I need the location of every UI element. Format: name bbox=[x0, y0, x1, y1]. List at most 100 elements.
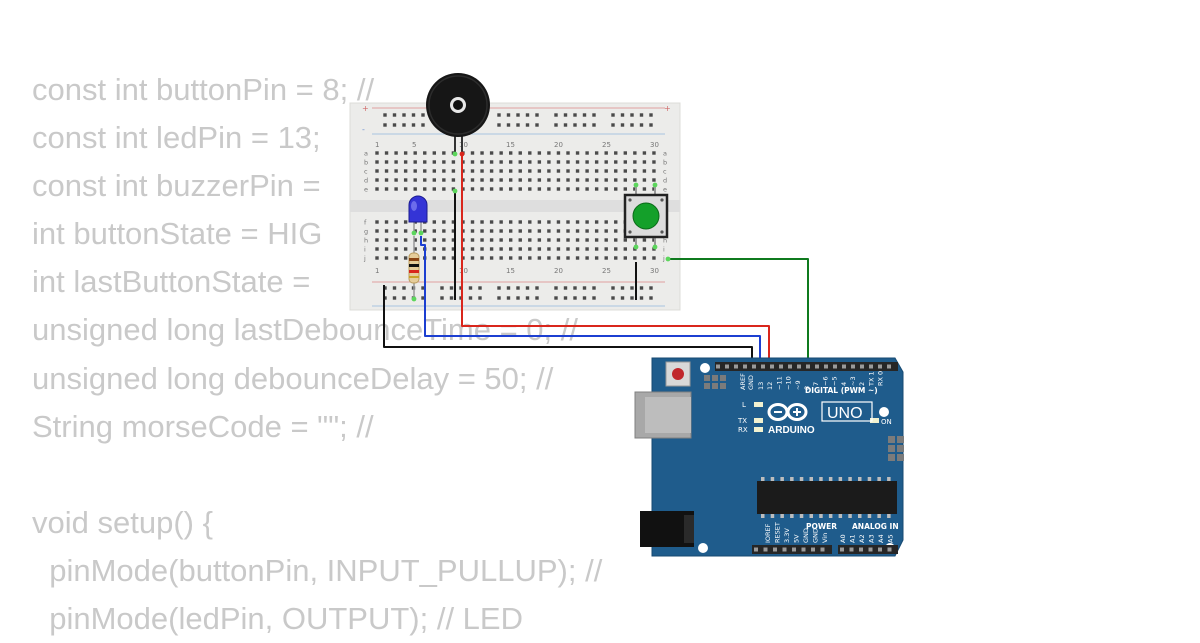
wire-red-buzzer[interactable] bbox=[461, 155, 770, 367]
breadboard-hole bbox=[537, 187, 542, 191]
breadboard-hole bbox=[537, 169, 542, 173]
rail-hole bbox=[516, 286, 520, 290]
breadboard-hole bbox=[375, 178, 379, 182]
breadboard-hole bbox=[423, 238, 427, 242]
pushbutton-cap bbox=[632, 202, 660, 230]
pushbutton-icon[interactable] bbox=[623, 186, 669, 246]
breadboard-hole bbox=[375, 169, 379, 173]
code-line: const int ledPin = 13; bbox=[32, 120, 321, 156]
pin-label: IOREF bbox=[764, 523, 772, 543]
resistor-band bbox=[409, 270, 419, 273]
breadboard-hole bbox=[432, 178, 436, 182]
breadboard-hole bbox=[489, 229, 494, 233]
connection-dot bbox=[418, 230, 424, 236]
code-line: const int buzzerPin = bbox=[32, 168, 330, 204]
breadboard-hole bbox=[566, 256, 570, 260]
breadboard-hole bbox=[480, 238, 484, 242]
breadboard-hole bbox=[442, 169, 446, 173]
pushbutton-screw bbox=[660, 198, 664, 202]
breadboard-hole bbox=[604, 151, 608, 155]
connection-dot bbox=[633, 182, 639, 188]
rail-hole bbox=[620, 286, 625, 290]
resistor-body bbox=[408, 252, 420, 284]
icsp-pin bbox=[888, 454, 895, 461]
header-hole bbox=[878, 364, 882, 369]
chip-pin bbox=[770, 477, 775, 481]
breadboard-hole bbox=[566, 229, 570, 233]
rail-hole bbox=[402, 296, 406, 300]
rail-hole bbox=[639, 123, 644, 127]
reset-button-cap bbox=[672, 368, 684, 380]
rail-hole bbox=[639, 286, 644, 290]
connection-dot bbox=[411, 230, 417, 236]
header-hole bbox=[782, 547, 787, 552]
analog-header-pins[interactable] bbox=[838, 545, 898, 554]
rail-hole bbox=[573, 296, 577, 300]
breadboard-hole bbox=[556, 151, 561, 155]
breadboard-hole bbox=[585, 256, 589, 260]
rail-hole bbox=[563, 286, 568, 290]
breadboard-hole bbox=[594, 229, 599, 233]
breadboard-hole bbox=[413, 151, 417, 155]
wire-blue-led[interactable] bbox=[420, 236, 761, 367]
breadboard-hole bbox=[470, 178, 475, 182]
breadboard-hole bbox=[394, 220, 398, 224]
breadboard-hole bbox=[566, 247, 570, 251]
breadboard-hole bbox=[375, 160, 379, 164]
breadboard-hole bbox=[528, 178, 532, 182]
wire-black-gnd[interactable] bbox=[383, 285, 753, 367]
breadboard-hole bbox=[528, 256, 532, 260]
rail-hole bbox=[411, 123, 416, 127]
rail-hole bbox=[554, 123, 558, 127]
row-letter: e bbox=[364, 186, 368, 194]
connection-dot bbox=[652, 182, 658, 188]
breadboard-hole bbox=[423, 187, 427, 191]
pin-label: AREF bbox=[739, 373, 747, 390]
breadboard-hole bbox=[394, 187, 398, 191]
chip-pin bbox=[838, 514, 843, 518]
header-holes bbox=[716, 364, 892, 552]
breadboard-hole bbox=[537, 151, 542, 155]
breadboard-hole bbox=[642, 238, 647, 242]
icsp-pin bbox=[712, 383, 718, 389]
breadboard-hole bbox=[518, 256, 522, 260]
breadboard-hole bbox=[509, 151, 513, 155]
breadboard-hole bbox=[413, 160, 417, 164]
header-hole bbox=[860, 364, 864, 369]
breadboard-hole bbox=[480, 169, 484, 173]
breadboard-hole bbox=[528, 160, 532, 164]
breadboard-hole bbox=[432, 187, 436, 191]
led-icon[interactable] bbox=[408, 195, 428, 232]
breadboard-hole bbox=[394, 151, 398, 155]
breadboard-hole bbox=[614, 151, 618, 155]
breadboard-hole bbox=[614, 238, 618, 242]
icsp-pin bbox=[704, 375, 710, 381]
wire-green-button[interactable] bbox=[668, 258, 809, 367]
breadboard-hole bbox=[642, 187, 647, 191]
breadboard-hole bbox=[547, 187, 551, 191]
breadboard-hole bbox=[432, 238, 436, 242]
breadboard-hole bbox=[585, 247, 589, 251]
pin-label: ~6 bbox=[821, 376, 829, 386]
breadboard-hole bbox=[642, 169, 647, 173]
breadboard-hole bbox=[423, 151, 427, 155]
header-hole bbox=[797, 364, 801, 369]
chip-pin bbox=[867, 477, 872, 481]
code-line: unsigned long lastDebounceTime = 0; // bbox=[32, 312, 578, 348]
rail-hole bbox=[516, 123, 520, 127]
chip-pin bbox=[761, 477, 765, 481]
breadboard-hole bbox=[499, 238, 503, 242]
chip-pin bbox=[848, 477, 852, 481]
header-hole bbox=[811, 547, 815, 552]
status-led-tx bbox=[754, 418, 763, 423]
buzzer-icon[interactable] bbox=[426, 73, 490, 153]
breadboard-hole bbox=[470, 151, 475, 155]
resistor-icon[interactable] bbox=[408, 236, 420, 298]
breadboard-hole bbox=[575, 160, 580, 164]
rail-hole bbox=[554, 286, 558, 290]
header-hole bbox=[851, 364, 855, 369]
circuit-diagram: + - + aabbccddeeffgghhiijj 1 5 10 15 20 … bbox=[349, 73, 904, 557]
